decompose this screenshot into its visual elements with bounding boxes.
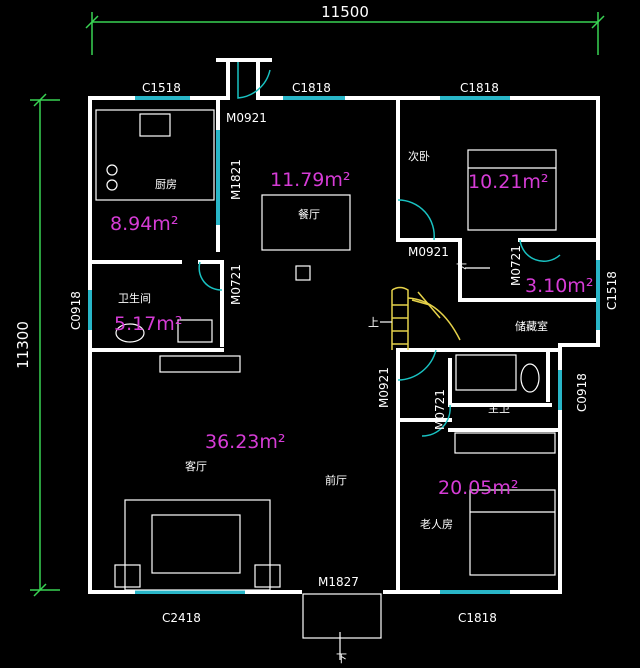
area-labels: 8.94m² 11.79m² 10.21m² 5.17m² 3.10m² 36.… xyxy=(110,169,593,499)
toilet xyxy=(115,323,145,343)
window-label-c1818: C1818 xyxy=(458,611,497,625)
height-dimension: 11300 xyxy=(14,321,32,369)
window-labels: C1518 C1818 C1818 C0918 C1518 C0918 C241… xyxy=(69,81,619,625)
area-bathroom: 5.17m² xyxy=(114,313,182,335)
door-label-m0921: M0921 xyxy=(377,367,391,408)
side-table xyxy=(114,564,141,588)
door-label-m1821: M1821 xyxy=(229,159,243,200)
area-bedroom2: 10.21m² xyxy=(468,171,549,193)
stair-arrows xyxy=(339,267,490,660)
stair-labels: 下 上 下 xyxy=(336,262,467,665)
windows xyxy=(88,96,600,594)
door-label-m0721: M0721 xyxy=(509,245,523,286)
bed xyxy=(467,149,557,231)
sofa-set xyxy=(124,499,271,591)
vanity xyxy=(455,354,517,391)
room-name-storage: 储藏室 xyxy=(515,319,548,333)
room-name-kitchen: 厨房 xyxy=(155,178,177,191)
room-name-master-bath: 主卫 xyxy=(488,402,510,415)
window-label-c2418: C2418 xyxy=(162,611,201,625)
dining-table xyxy=(261,194,351,251)
width-dimension: 11500 xyxy=(321,3,369,21)
window-label-c1818: C1818 xyxy=(292,81,331,95)
stair-down-label: 下 xyxy=(336,652,347,665)
stove-burner xyxy=(106,179,118,191)
area-storage: 3.10m² xyxy=(525,275,593,297)
room-name-elder-room: 老人房 xyxy=(420,518,453,531)
kitchen-sink xyxy=(139,113,171,137)
coffee-table xyxy=(151,514,241,574)
room-names: 厨房 餐厅 次卧 卫生间 储藏室 主卫 客厅 前厅 老人房 xyxy=(118,149,548,531)
room-name-living: 客厅 xyxy=(185,459,207,473)
kitchen-counter xyxy=(95,109,215,201)
window-label-c1818: C1818 xyxy=(460,81,499,95)
door-label-m0721: M0721 xyxy=(433,389,447,430)
stair-up-label: 上 xyxy=(368,316,379,329)
area-kitchen: 8.94m² xyxy=(110,213,178,235)
door-label-m0921: M0921 xyxy=(408,245,449,259)
window-label-c1518: C1518 xyxy=(142,81,181,95)
door-label-m0921: M0921 xyxy=(226,111,267,125)
door-swings xyxy=(198,62,561,437)
entry-door-frame xyxy=(302,593,382,639)
side-table xyxy=(254,564,281,588)
room-name-foyer: 前厅 xyxy=(325,473,347,487)
staircase xyxy=(391,286,461,350)
sideboard xyxy=(159,355,241,373)
dining-chair xyxy=(295,265,311,281)
furniture xyxy=(95,109,557,639)
area-dining: 11.79m² xyxy=(270,169,351,191)
window-label-c0918: C0918 xyxy=(69,291,83,330)
area-elder-room: 20.05m² xyxy=(438,477,519,499)
door-label-m1827: M1827 xyxy=(318,575,359,589)
door-label-m0721: M0721 xyxy=(229,264,243,305)
bed xyxy=(469,489,556,576)
bath-fixture xyxy=(177,319,213,343)
room-name-bedroom2: 次卧 xyxy=(408,149,430,163)
stair-down-label: 下 xyxy=(456,262,467,275)
wardrobe xyxy=(454,432,556,454)
area-living: 36.23m² xyxy=(205,431,286,453)
toilet xyxy=(520,363,540,393)
window-label-c0918: C0918 xyxy=(575,373,589,412)
room-name-bathroom: 卫生间 xyxy=(118,291,151,305)
dimension-lines xyxy=(30,12,605,597)
door-labels: M0921 M1821 M0721 M0921 M0721 M0921 M072… xyxy=(226,111,523,589)
window-label-c1518: C1518 xyxy=(605,271,619,310)
stove-burner xyxy=(106,164,118,176)
room-name-dining: 餐厅 xyxy=(298,207,320,221)
